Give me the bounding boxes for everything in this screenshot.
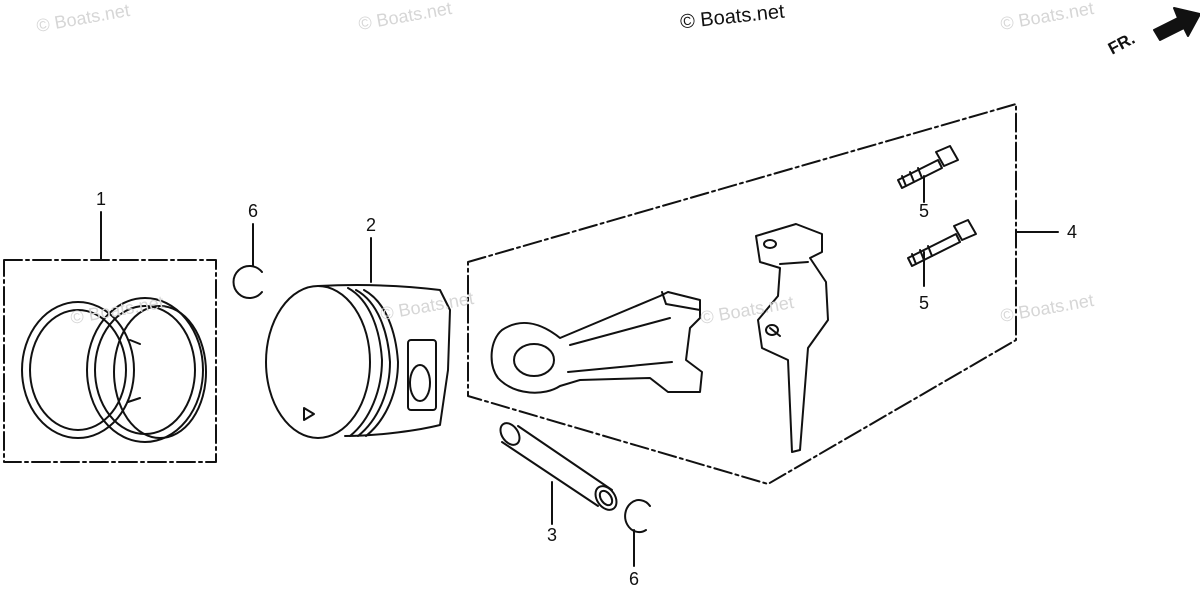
circlip-top[interactable]	[232, 265, 263, 299]
piston-pin[interactable]	[497, 420, 621, 514]
piston-rings[interactable]	[21, 297, 207, 443]
part-1-group-box	[3, 259, 217, 463]
part-4-group-box	[467, 103, 1017, 485]
callout-5-upper: 5	[918, 201, 929, 221]
callout-4: 4	[1066, 222, 1077, 242]
bolt-upper[interactable]	[897, 145, 959, 189]
callout-6-top: 6	[247, 201, 258, 221]
front-direction-arrow	[1153, 7, 1200, 41]
callout-1: 1	[95, 189, 106, 209]
circlip-bottom[interactable]	[624, 499, 651, 533]
callout-3: 3	[546, 525, 557, 545]
callout-6-bottom: 6	[628, 569, 639, 589]
callout-5-lower: 5	[918, 293, 929, 313]
bolt-lower[interactable]	[907, 219, 977, 267]
callout-2: 2	[365, 215, 376, 235]
connecting-rod[interactable]	[490, 291, 703, 394]
connecting-rod-cap[interactable]	[755, 223, 829, 453]
piston[interactable]	[265, 284, 451, 439]
